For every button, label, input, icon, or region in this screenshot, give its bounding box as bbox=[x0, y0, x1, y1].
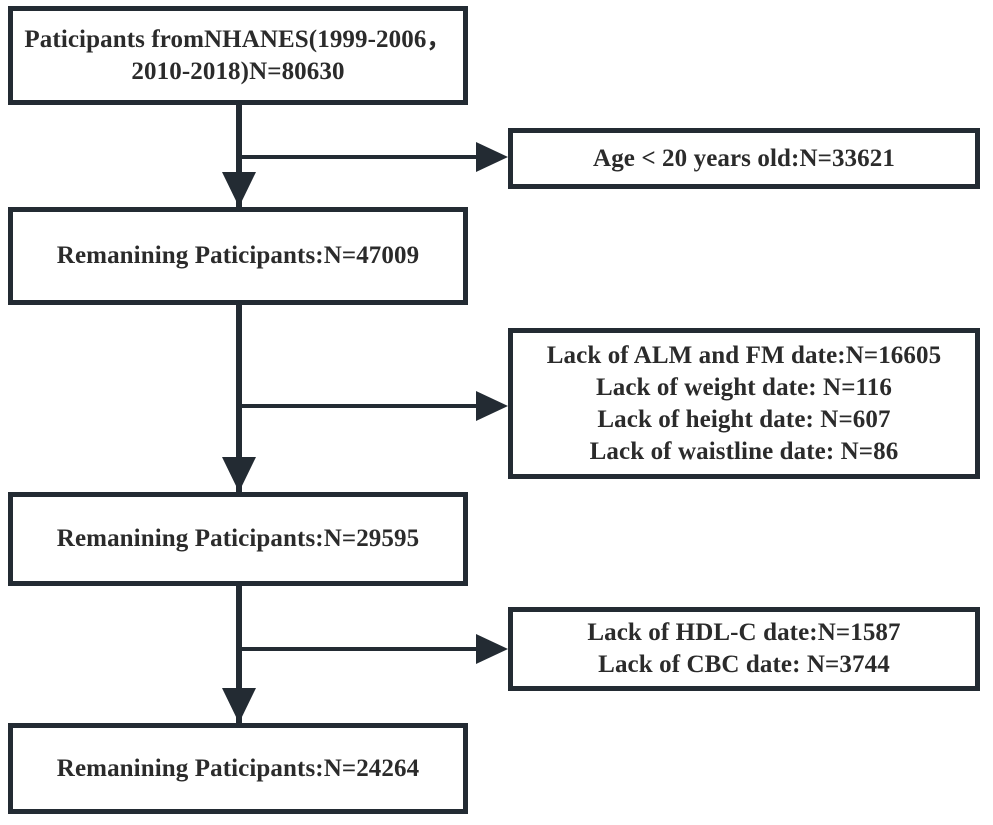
connector-horizontal-to-age-exclusion bbox=[238, 155, 478, 159]
node-exclusion-body-measures: Lack of ALM and FM date:N=16605 Lack of … bbox=[508, 328, 980, 479]
arrowhead-down-to-remaining2 bbox=[222, 457, 256, 492]
node-exclusion-body-measures-label: Lack of ALM and FM date:N=16605 Lack of … bbox=[546, 341, 942, 465]
node-exclusion-age: Age < 20 years old:N=33621 bbox=[508, 128, 980, 189]
node-remaining-participants-final: Remanining Paticipants:N=24264 bbox=[8, 723, 468, 814]
connector-horizontal-to-lab-exclusion bbox=[238, 647, 478, 651]
arrowhead-right-to-age-exclusion bbox=[476, 142, 508, 172]
node-exclusion-age-label: Age < 20 years old:N=33621 bbox=[593, 144, 895, 172]
node-remaining-participants-1-label: Remanining Paticipants:N=47009 bbox=[56, 242, 420, 269]
node-total-participants: Paticipants fromNHANES(1999-2006，2010-20… bbox=[8, 6, 468, 105]
connector-vertical-remaining1-to-remaining2 bbox=[236, 303, 242, 493]
node-remaining-participants-1: Remanining Paticipants:N=47009 bbox=[8, 207, 468, 305]
node-remaining-participants-final-label: Remanining Paticipants:N=24264 bbox=[56, 754, 420, 782]
arrowhead-down-to-remaining3 bbox=[222, 688, 256, 723]
node-exclusion-lab-data: Lack of HDL-C date:N=1587 Lack of CBC da… bbox=[508, 607, 980, 691]
node-remaining-participants-2: Remanining Paticipants:N=29595 bbox=[8, 492, 468, 586]
node-total-participants-label: Paticipants fromNHANES(1999-2006，2010-20… bbox=[24, 25, 452, 85]
arrowhead-down-to-remaining1 bbox=[222, 172, 256, 207]
connector-vertical-remaining2-to-remaining3 bbox=[236, 584, 242, 724]
arrowhead-right-to-body-measure-exclusion bbox=[476, 391, 508, 421]
node-exclusion-lab-data-label: Lack of HDL-C date:N=1587 Lack of CBC da… bbox=[587, 619, 901, 678]
arrowhead-right-to-lab-exclusion bbox=[476, 634, 508, 664]
node-remaining-participants-2-label: Remanining Paticipants:N=29595 bbox=[56, 525, 420, 552]
connector-horizontal-to-body-measure-exclusion bbox=[238, 404, 478, 408]
